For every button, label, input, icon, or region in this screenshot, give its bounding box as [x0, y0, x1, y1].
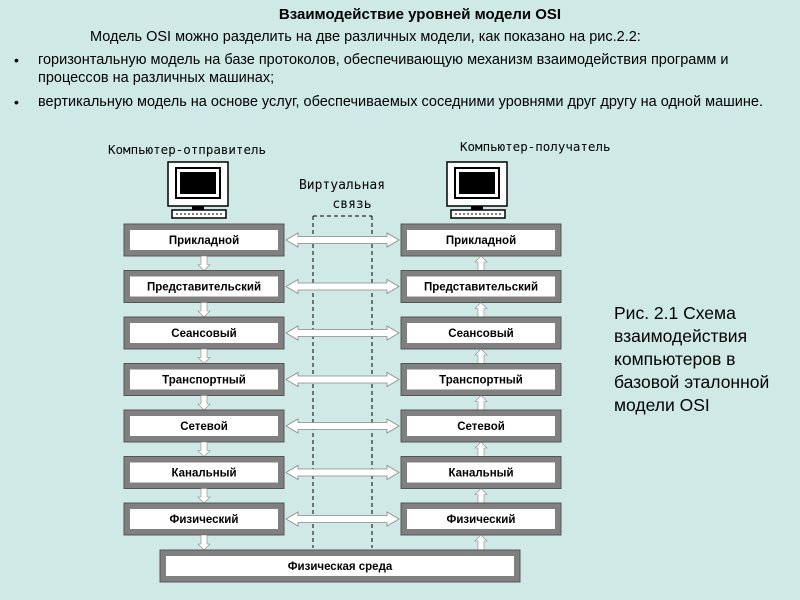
receiver-layer-box: Сетевой: [400, 409, 562, 443]
receiver-layer-box: Представительский: [400, 270, 562, 303]
receiver-layer-label: Представительский: [424, 282, 538, 294]
sender-layer-label: Сеансовый: [171, 328, 236, 340]
sender-layer-box: Прикладной: [123, 223, 285, 257]
receiver-computer-icon: [446, 161, 508, 219]
bullet-item: • горизонтальную модель на базе протокол…: [14, 51, 794, 87]
peer-protocol-arrow: [285, 511, 400, 527]
virtual-link-label-line1: Виртуальная: [299, 178, 385, 193]
service-down-arrow: [197, 302, 211, 318]
receiver-layer-label: Прикладной: [446, 235, 516, 247]
peer-protocol-arrow: [285, 464, 400, 481]
receiver-layer-label: Транспортный: [439, 375, 523, 387]
sender-layer-box: Сетевой: [123, 409, 285, 443]
peer-protocol-arrow: [285, 371, 400, 388]
slide-heading: Взаимодействие уровней модели OSI: [278, 6, 562, 23]
service-down-arrow: [197, 348, 211, 364]
bullet-marker: •: [14, 94, 19, 110]
sender-layer-box: Канальный: [123, 456, 285, 489]
receiver-layer-box: Сеансовый: [400, 316, 562, 350]
bullet-text: горизонтальную модель на базе протоколов…: [38, 52, 729, 86]
sender-layer-label: Прикладной: [169, 235, 239, 247]
service-up-arrow: [474, 534, 488, 551]
sender-label: Компьютер-отправитель: [108, 142, 266, 157]
service-down-arrow: [197, 395, 211, 411]
service-down-arrow: [197, 255, 211, 271]
service-up-arrow: [474, 395, 488, 411]
receiver-layer-label: Сеансовый: [448, 328, 513, 340]
sender-layer-label: Сетевой: [180, 421, 228, 433]
service-up-arrow: [474, 348, 488, 364]
peer-protocol-arrow: [285, 325, 400, 341]
sender-layer-box: Физический: [123, 502, 285, 536]
physical-medium-label: Физическая среда: [288, 561, 393, 573]
sender-layer-label: Канальный: [171, 468, 236, 480]
service-down-arrow: [197, 534, 211, 551]
bullet-item: • вертикальную модель на основе услуг, о…: [14, 93, 794, 111]
sender-computer-icon: [167, 161, 229, 219]
bullet-list: • горизонтальную модель на базе протокол…: [14, 51, 794, 117]
receiver-layer-label: Физический: [447, 514, 516, 526]
receiver-layer-label: Канальный: [448, 468, 513, 480]
peer-protocol-arrow: [285, 232, 400, 248]
peer-protocol-arrow: [285, 278, 400, 295]
receiver-layer-label: Сетевой: [457, 421, 505, 433]
sender-layer-label: Транспортный: [162, 375, 246, 387]
service-up-arrow: [474, 441, 488, 457]
receiver-layer-box: Канальный: [400, 456, 562, 489]
service-down-arrow: [197, 441, 211, 457]
figure-caption: Рис. 2.1 Схема взаимодействия компьютеро…: [614, 303, 770, 415]
receiver-layer-box: Прикладной: [400, 223, 562, 257]
bullet-text: вертикальную модель на основе услуг, обе…: [38, 94, 763, 110]
receiver-layer-box: Физический: [400, 502, 562, 536]
service-down-arrow: [197, 488, 211, 504]
sender-layer-box: Транспортный: [123, 363, 285, 396]
bullet-marker: •: [14, 52, 19, 68]
sender-layer-label: Физический: [170, 514, 239, 526]
sender-layer-box: Представительский: [123, 270, 285, 303]
sender-layer-box: Сеансовый: [123, 316, 285, 350]
physical-medium: Физическая среда: [159, 549, 521, 583]
service-up-arrow: [474, 302, 488, 318]
receiver-label: Компьютер-получатель: [460, 139, 611, 154]
peer-protocol-arrow: [285, 418, 400, 434]
intro-text: Модель OSI можно разделить на две различ…: [90, 29, 641, 45]
virtual-link-label-line2: связь: [332, 197, 371, 212]
receiver-layer-box: Транспортный: [400, 363, 562, 396]
service-up-arrow: [474, 488, 488, 504]
sender-layer-label: Представительский: [147, 282, 261, 294]
service-up-arrow: [474, 255, 488, 271]
